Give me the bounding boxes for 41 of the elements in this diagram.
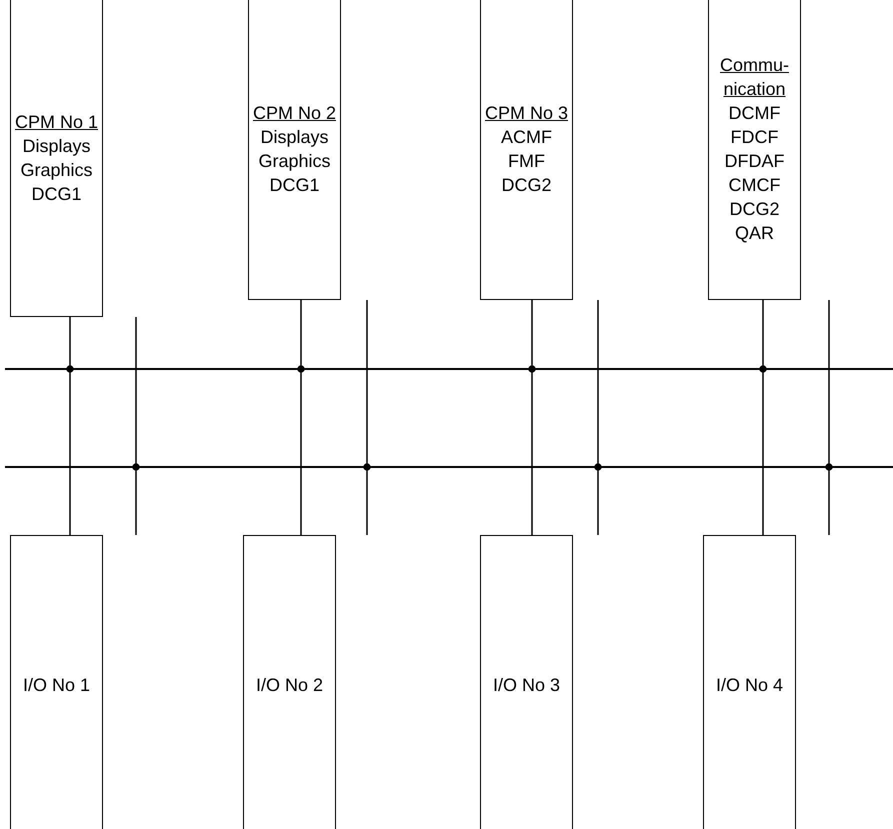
function-label: FDCF — [730, 126, 778, 149]
module-box — [248, 0, 341, 300]
function-label: DCG2 — [729, 198, 780, 221]
module-box — [703, 535, 796, 829]
module-box — [10, 0, 103, 317]
function-label: FMF — [508, 150, 545, 173]
function-label: DFDAF — [724, 150, 784, 173]
connector-line — [594, 463, 602, 535]
function-label: Graphics — [258, 150, 331, 173]
function-label: Displays — [22, 134, 91, 158]
module-label: I/O No 1 — [22, 674, 90, 697]
function-label: QAR — [734, 222, 774, 245]
function-label: Graphics — [20, 158, 93, 182]
function-label: CMCF — [728, 174, 780, 197]
connector-line — [66, 365, 74, 535]
connector-line — [825, 463, 833, 535]
module-heading: CPM No 3 — [484, 102, 568, 125]
connector-line — [132, 463, 140, 535]
module-box — [243, 535, 336, 829]
module-heading: CPM No 1 — [14, 110, 98, 134]
module-box — [708, 0, 801, 300]
module-label: I/O No 4 — [716, 674, 784, 697]
connector-line — [528, 365, 536, 535]
connector-line — [363, 463, 371, 535]
module-box — [480, 535, 573, 829]
function-label: Displays — [260, 126, 329, 149]
module-box — [480, 0, 573, 300]
module-label: I/O No 2 — [256, 674, 324, 697]
module-heading: Commu-nication — [718, 54, 790, 101]
function-label: DCMF — [728, 102, 780, 125]
function-label: DCG1 — [31, 182, 82, 206]
module-box — [10, 535, 103, 829]
module-heading: CPM No 2 — [252, 102, 336, 125]
bus-line — [5, 368, 893, 370]
function-label: DCG2 — [501, 174, 552, 197]
bus-line — [5, 466, 893, 468]
connector-line — [297, 365, 305, 535]
function-label: DCG1 — [269, 174, 320, 197]
module-label: I/O No 3 — [492, 674, 560, 697]
connector-line — [759, 365, 767, 535]
function-label: ACMF — [501, 126, 552, 149]
